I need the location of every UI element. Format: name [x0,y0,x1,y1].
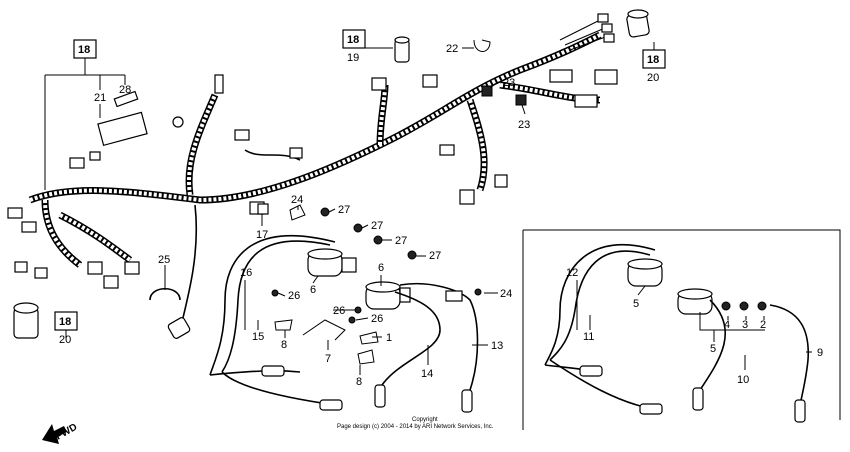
copyright-line1: Copyright [412,417,438,423]
callout-22: 22 [446,43,458,55]
part-21-socket [69,90,184,169]
callout-17: 17 [256,229,268,241]
callout-11: 11 [583,331,594,343]
callout-6a: 6 [310,284,316,296]
callout-14: 14 [421,368,433,380]
callout-5b: 5 [710,343,716,355]
plug-leads-left [209,234,479,413]
callout-28: 28 [119,84,131,96]
callout-24b: 24 [500,288,512,300]
callout-9: 9 [817,347,823,359]
callout-5a: 5 [633,298,639,310]
inset-box [522,229,841,430]
copyright-line2: Page design (c) 2004 - 2014 by ARI Netwo… [337,424,494,430]
callout-26b: 26 [333,305,345,317]
callout-8b: 8 [356,376,362,388]
callout-18b: 18 [347,34,359,46]
callout-19: 19 [347,52,359,64]
callout-box-18b [342,29,366,49]
callout-10: 10 [737,374,749,386]
ignition-coil-5 [627,258,767,315]
callout-18d: 18 [59,316,71,328]
callout-2: 2 [760,319,766,331]
callout-20b: 20 [59,334,71,346]
callout-7: 7 [325,353,331,365]
ignition-coil-6a [307,248,357,277]
callout-27b: 27 [371,220,383,232]
callout-20a: 20 [647,72,659,84]
fwd-label: FWD [54,422,79,443]
bolts-27 [320,207,417,260]
callout-26a: 26 [288,290,300,302]
callout-23a: 23 [503,77,515,89]
callout-3: 3 [742,319,748,331]
callout-18c: 18 [647,54,659,66]
callout-27d: 27 [429,250,441,262]
part-24-clamp [289,204,306,221]
callout-23b: 23 [518,119,530,131]
callout-27a: 27 [338,204,350,216]
callout-6b: 6 [378,262,384,274]
part-20-cap-bottom [13,302,39,339]
part-17-bracket [257,203,269,215]
harness-connectors [7,13,618,289]
callout-labels: 18 28 21 19 18 22 23 23 18 20 17 24 27 2… [59,34,823,388]
part-19-cap [394,36,410,63]
part-23-clips [481,85,527,106]
callout-1: 1 [386,332,392,344]
callout-12: 12 [566,267,578,279]
callout-26c: 26 [371,313,383,325]
part-22-clip [473,39,491,52]
callout-24a: 24 [291,194,303,206]
callout-16: 16 [240,267,252,279]
callout-27c: 27 [395,235,407,247]
callout-13: 13 [491,340,503,352]
part-25-band [149,287,191,339]
callout-21: 21 [94,92,106,104]
fwd-arrow-icon [42,424,67,444]
part-20-cap-top [626,9,650,38]
callout-15: 15 [252,331,264,343]
callout-8a: 8 [281,339,287,351]
leader-lines [44,42,812,375]
callout-18a: 18 [78,44,90,56]
callout-4: 4 [724,319,730,331]
callout-25: 25 [158,254,170,266]
main-wire-harness [28,31,602,331]
